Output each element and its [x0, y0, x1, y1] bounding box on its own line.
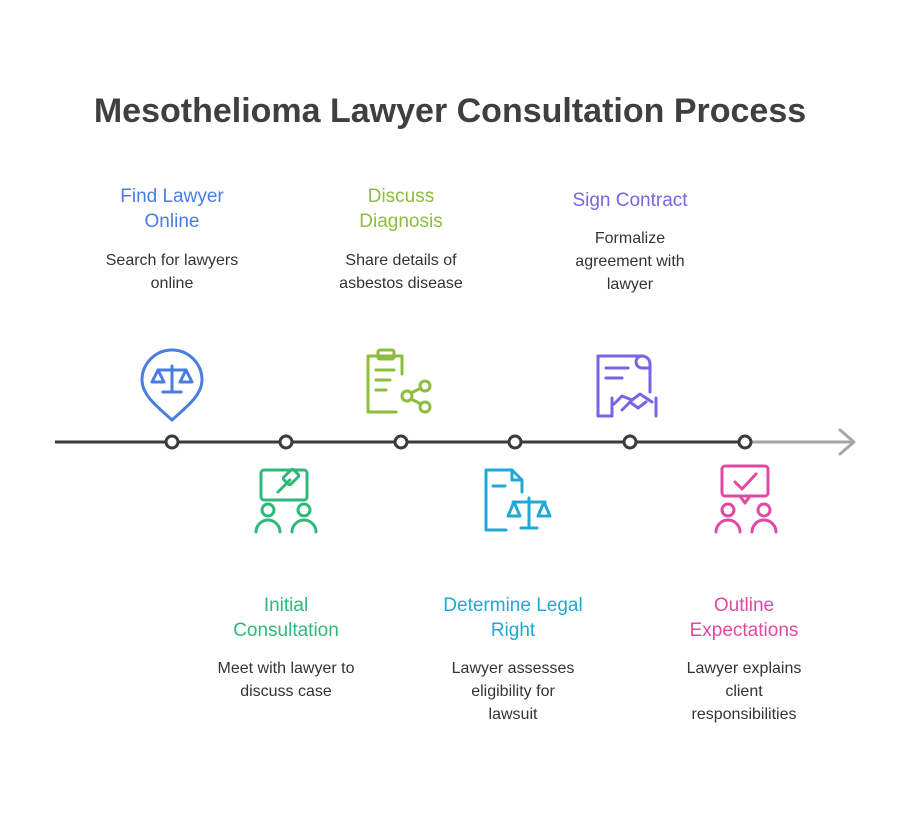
clipboard-share-icon: [366, 348, 432, 414]
people-checkmark-icon: [714, 464, 778, 534]
scales-location-pin-icon: [140, 348, 204, 422]
timeline-node-3: [393, 434, 409, 450]
timeline-arrowhead: [838, 428, 856, 456]
timeline-node-1: [164, 434, 180, 450]
people-gavel-icon: [254, 467, 318, 534]
page-title: Mesothelioma Lawyer Consultation Process: [93, 92, 807, 130]
timeline-node-6: [737, 434, 753, 450]
document-scales-icon: [484, 468, 552, 532]
timeline-node-2: [278, 434, 294, 450]
contract-handshake-icon: [596, 354, 658, 418]
timeline-node-5: [622, 434, 638, 450]
step-title-sign-contract: Sign Contract: [572, 190, 688, 211]
timeline-node-4: [507, 434, 523, 450]
